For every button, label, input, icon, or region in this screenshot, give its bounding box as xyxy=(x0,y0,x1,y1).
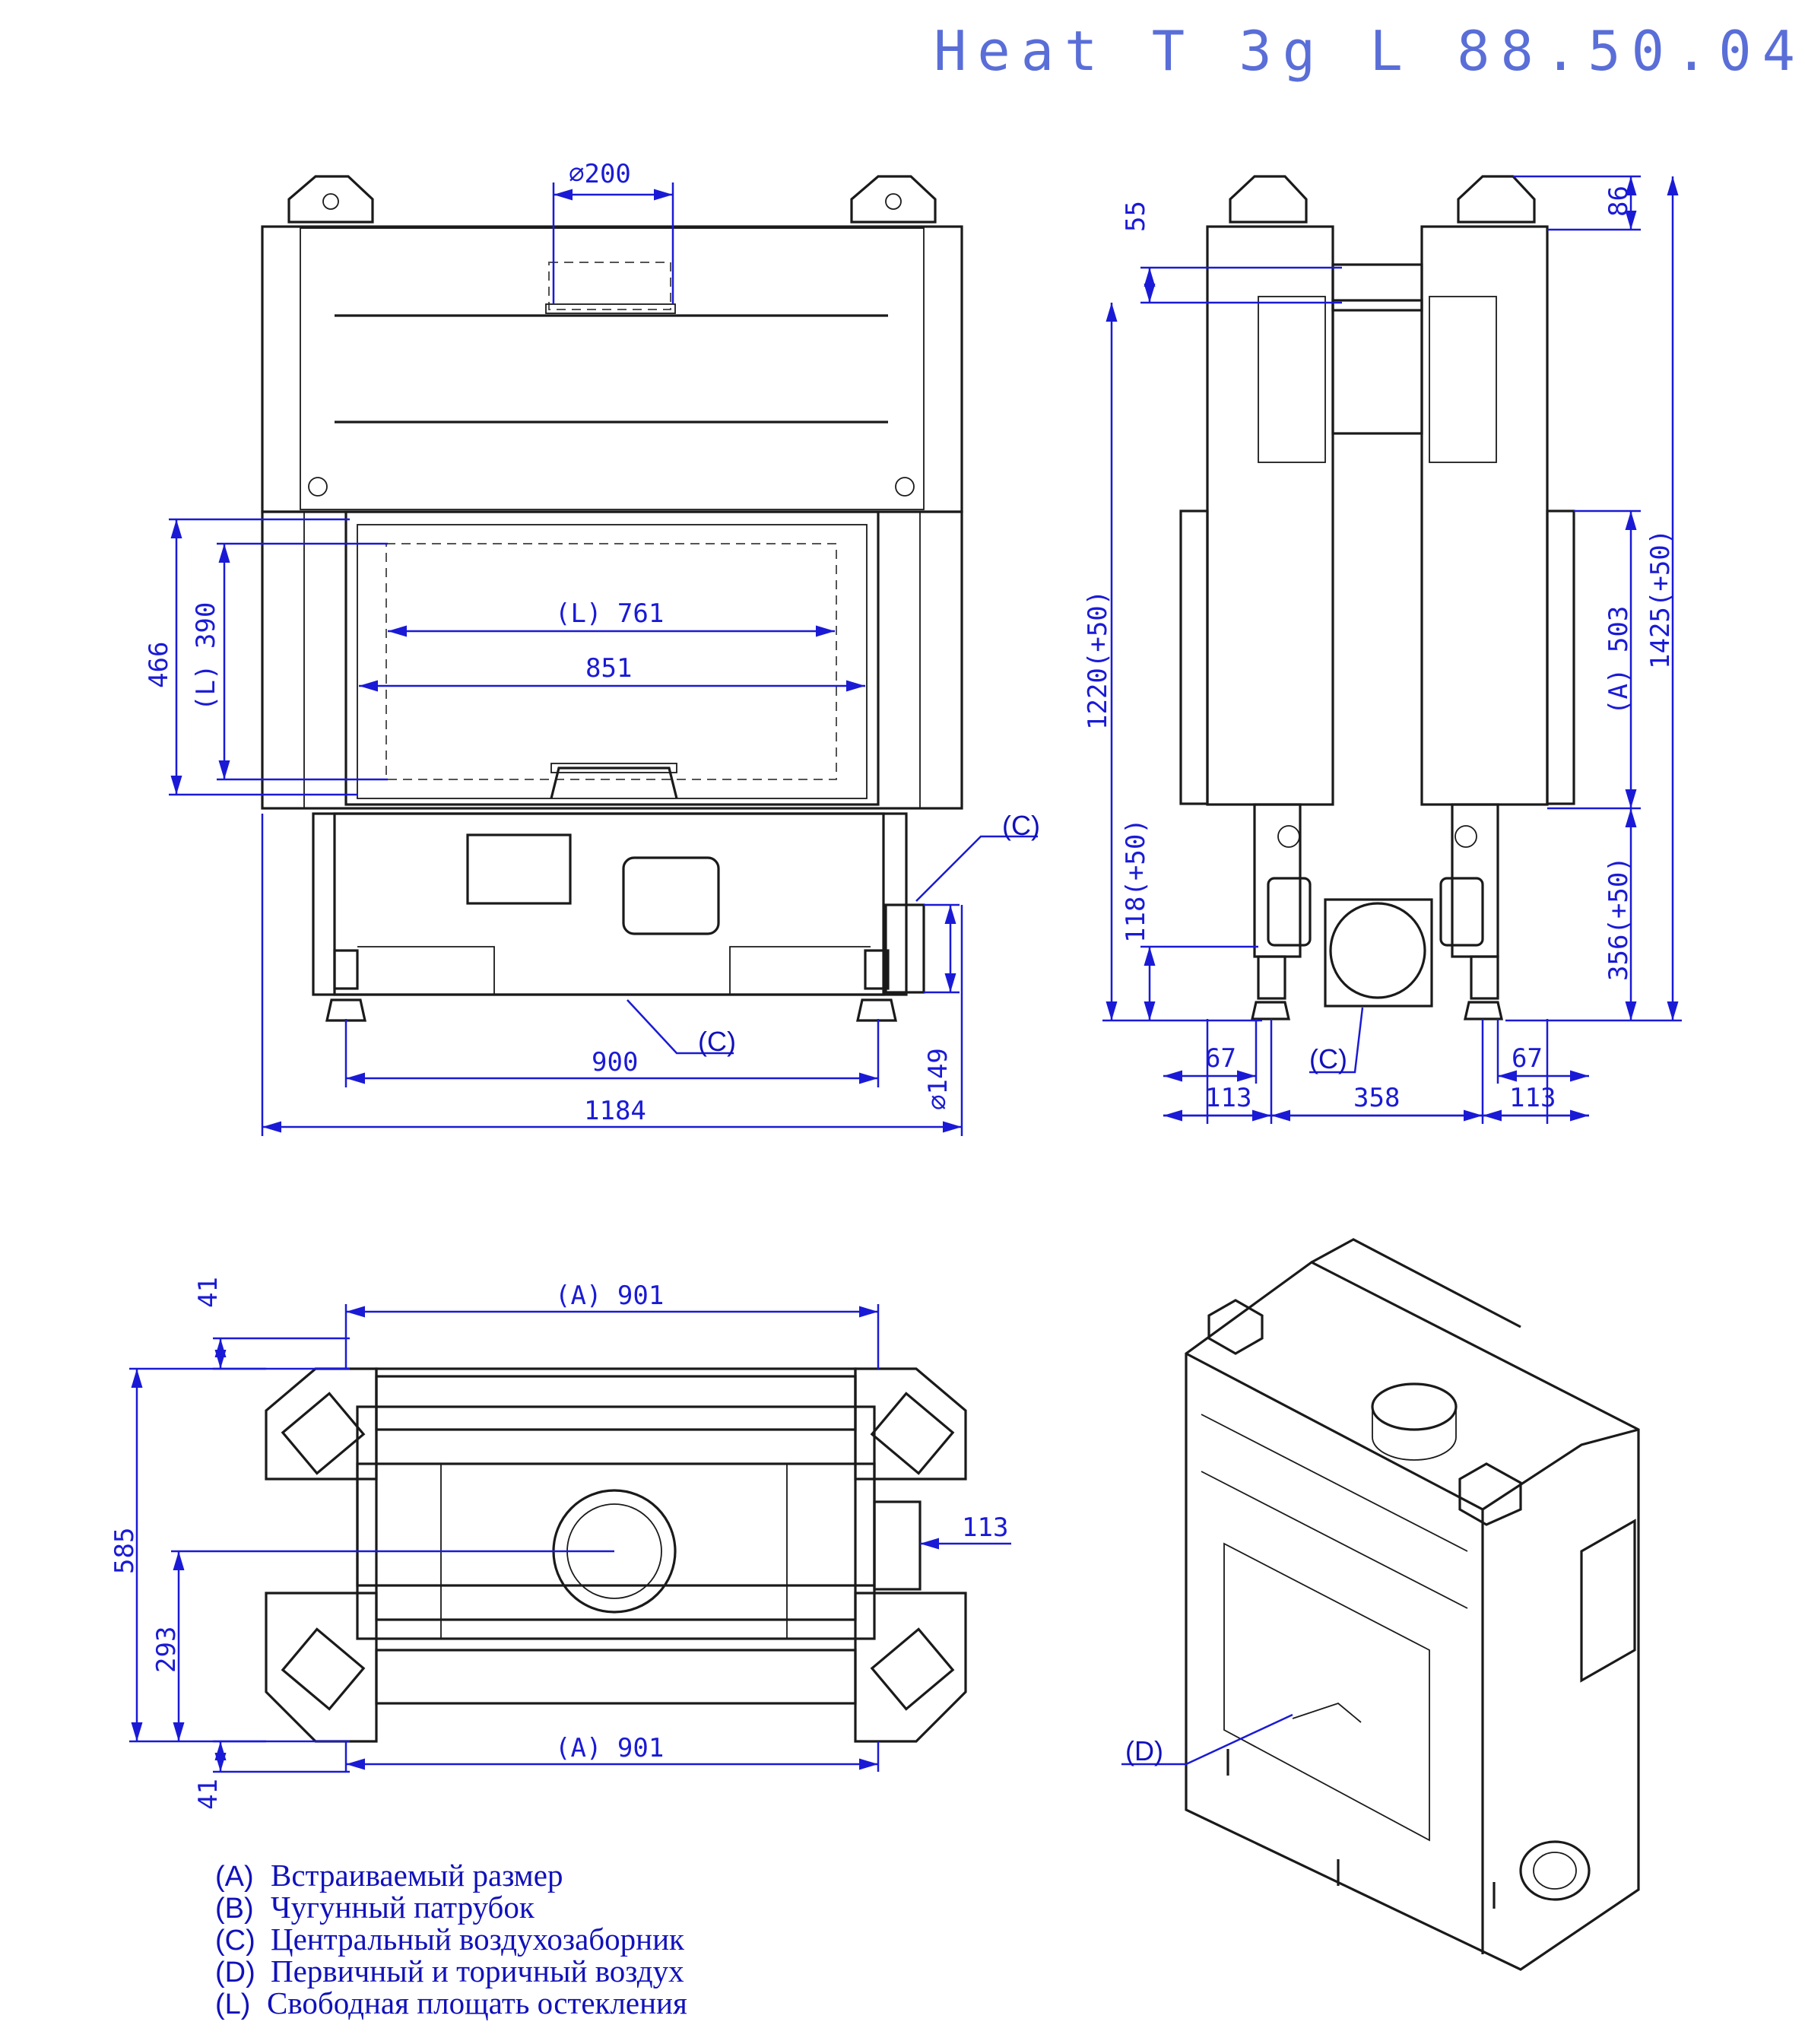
glass-height-label: (L) 390 xyxy=(191,602,221,711)
side-view: 55 86 1220(+50) 118(+50) 1425(+50) (A) 5… xyxy=(1083,175,1682,1124)
legend-key: (A) xyxy=(215,1861,254,1893)
front-view: ∅200 (L) 761 851 (L) 390 466 900 1184 ∅1… xyxy=(144,159,1040,1136)
legend-text: Центральный воздухозаборник xyxy=(271,1922,684,1957)
isometric-view: (D) xyxy=(1121,1238,1640,1971)
air-inlet-diameter-label: ∅149 xyxy=(923,1048,953,1110)
drawing-title: Heat T 3g L 88.50.04 xyxy=(934,19,1805,83)
depth-label: 585 xyxy=(109,1528,140,1574)
callout-c-side: (C) xyxy=(1002,810,1040,841)
top-air-inlet xyxy=(873,1500,922,1591)
base-height-right-label: 356(+50) xyxy=(1604,856,1634,981)
base-width-label: 900 xyxy=(592,1047,638,1078)
iso-outline xyxy=(1185,1261,1640,1971)
height-left-label: 1220(+50) xyxy=(1083,590,1113,730)
offset-top-label: 41 xyxy=(193,1277,224,1308)
iso-flue xyxy=(1371,1382,1458,1431)
opening-width-label: 851 xyxy=(585,653,632,684)
legend-text: Чугунный патрубок xyxy=(271,1890,535,1925)
legend: (A) Встраиваемый размер (B) Чугунный пат… xyxy=(215,1858,687,2020)
legend-text: Первичный и торичный воздух xyxy=(271,1954,684,1988)
upper-hood xyxy=(261,225,963,513)
center-depth-label: 293 xyxy=(151,1627,182,1673)
legend-key: (B) xyxy=(215,1893,254,1925)
callout-c-side-view: (C) xyxy=(1309,1043,1347,1074)
legend-key: (D) xyxy=(215,1957,255,1988)
door-handle xyxy=(550,766,678,799)
side-air-inlet-box xyxy=(1324,898,1433,1008)
base-box xyxy=(312,812,908,996)
base-height-left-label: 118(+50) xyxy=(1121,818,1151,943)
a-width-bottom-label: (A) 901 xyxy=(555,1733,664,1763)
top-offset-label: 55 xyxy=(1121,201,1151,232)
opening-height-label: 466 xyxy=(144,642,174,688)
flue-diameter-label: ∅200 xyxy=(569,159,631,189)
air-inlet xyxy=(884,903,925,994)
glass-width-label: (L) 761 xyxy=(555,598,664,629)
a-height-label: (A) 503 xyxy=(1604,606,1634,715)
lifting-hook-right xyxy=(850,175,937,224)
legend-key: (C) xyxy=(215,1925,255,1957)
a-width-top-label: (A) 901 xyxy=(555,1281,664,1311)
side-column-left xyxy=(1206,225,1334,806)
lifting-hook-left xyxy=(287,175,374,224)
callout-c-bottom: (C) xyxy=(698,1026,736,1057)
legend-text: Встраиваемый размер xyxy=(271,1858,563,1893)
glass-area xyxy=(385,543,837,780)
center-label: 358 xyxy=(1353,1083,1400,1113)
offset-bottom-label: 41 xyxy=(193,1779,224,1810)
door-frame xyxy=(344,510,880,806)
foot-right-label: 67 xyxy=(1512,1043,1543,1074)
top-right-offset-label: 86 xyxy=(1604,186,1634,217)
side-left-label: 113 xyxy=(1205,1083,1251,1113)
side-column-right xyxy=(1420,225,1549,806)
base-plate-right xyxy=(622,856,720,935)
top-frame xyxy=(375,1367,857,1621)
legend-key: (L) xyxy=(215,1988,250,2020)
iso-air-inlet xyxy=(1519,1840,1591,1901)
total-width-label: 1184 xyxy=(584,1096,646,1126)
callout-d: (D) xyxy=(1125,1735,1163,1766)
side-right-label: 113 xyxy=(1509,1083,1556,1113)
foot-left-label: 67 xyxy=(1205,1043,1236,1074)
inlet-offset-label: 113 xyxy=(962,1512,1008,1543)
height-right-label: 1425(+50) xyxy=(1645,529,1676,669)
legend-text: Свободная площать остекления xyxy=(267,1985,687,2020)
side-air-inlet xyxy=(1329,902,1426,999)
top-view: (A) 901 (A) 901 41 41 585 293 113 xyxy=(109,1277,1011,1810)
base-plate-left xyxy=(466,833,572,905)
